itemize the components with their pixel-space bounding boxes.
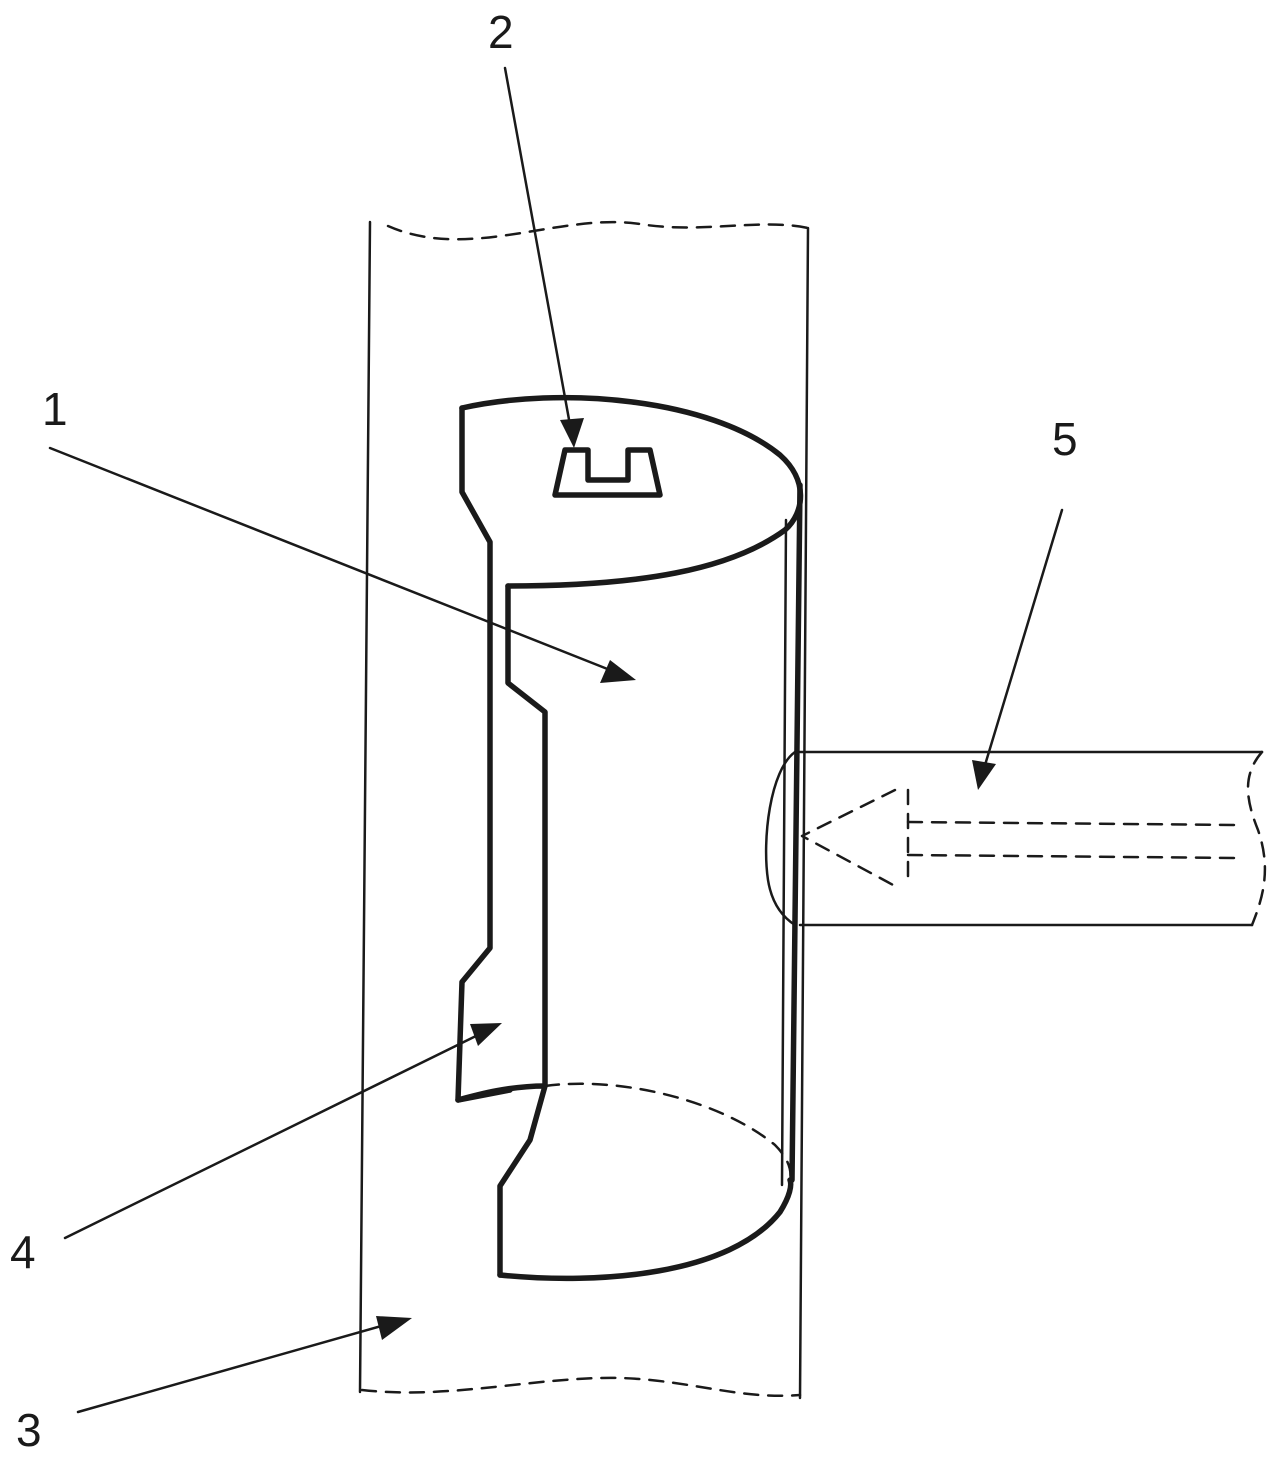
inner-component [455, 394, 804, 1282]
leader-line-1 [48, 446, 612, 672]
outer-tube-right-wall [798, 226, 810, 1400]
component-slot-bottom [455, 1083, 548, 1103]
key-slot-outline [552, 447, 663, 498]
component-right-wall-outer [789, 482, 803, 1183]
flow-arrow-shaft-top [906, 820, 1242, 827]
flow-arrow-shaft-bottom [906, 853, 1242, 860]
leader-line-4 [63, 1033, 480, 1240]
pipe-opening-arc [764, 750, 797, 927]
label-3: 3 [16, 1404, 42, 1456]
label-1: 1 [42, 383, 68, 435]
flow-arrow-head [800, 788, 910, 888]
leader-line-3 [76, 1323, 387, 1414]
component-bottom-cap [497, 1177, 794, 1282]
side-pipe [764, 750, 1267, 927]
leader-lines [48, 66, 1064, 1414]
outer-tube [358, 220, 810, 1400]
outer-tube-top-break-line [386, 220, 810, 241]
label-5: 5 [1052, 413, 1078, 465]
leader-line-5 [983, 508, 1064, 767]
leader-arrowhead-3 [376, 1316, 412, 1340]
reference-numerals: 1 2 3 4 5 [10, 6, 1078, 1456]
leader-line-2 [503, 66, 572, 427]
leader-arrowhead-2 [560, 418, 584, 448]
outer-tube-left-wall [358, 220, 372, 1394]
outer-tube-bottom-break-line [360, 1376, 802, 1397]
component-right-wall-inner [780, 518, 788, 1187]
pipe-break-line [1246, 750, 1267, 927]
leader-arrowhead-4 [470, 1023, 502, 1046]
label-2: 2 [488, 6, 514, 58]
leader-arrowhead-1 [600, 660, 636, 683]
component-outer-left-profile [455, 405, 513, 1103]
component-bottom-hidden-edge [543, 1082, 792, 1182]
top-key-slot [552, 447, 663, 498]
leader-arrowhead-5 [972, 760, 996, 790]
component-top-cap [459, 394, 804, 589]
component-inner-slot-profile [497, 583, 548, 1278]
label-4: 4 [10, 1226, 36, 1278]
